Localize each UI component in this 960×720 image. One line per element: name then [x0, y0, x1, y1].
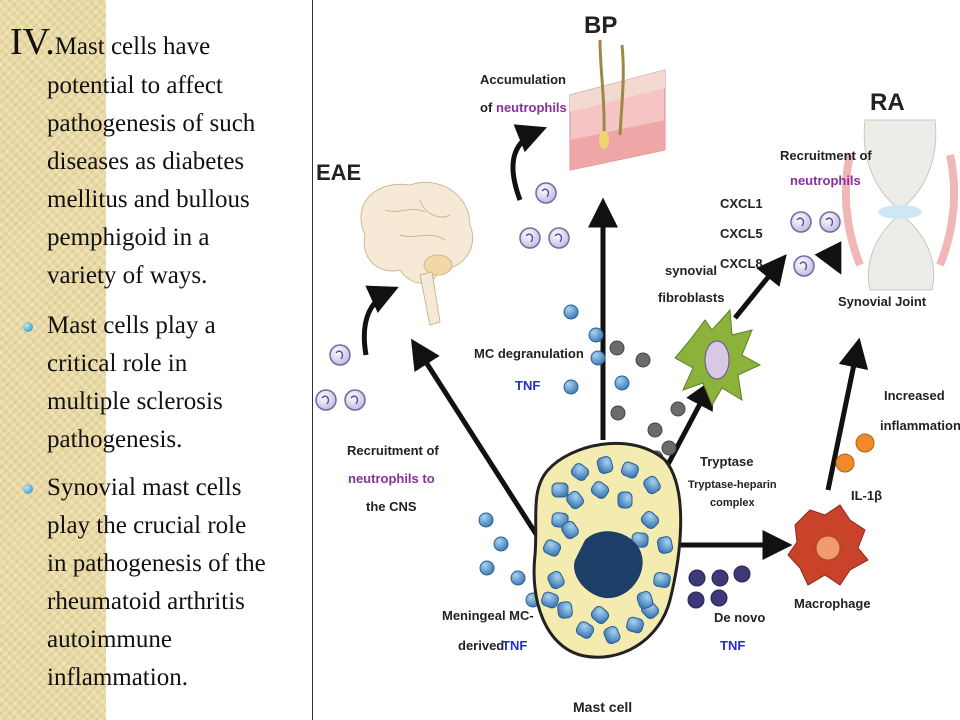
label-the-cns: the CNS [366, 499, 417, 514]
mast-cell-diagram: BP RA EAE Accumulation of neutrophils Re… [315, 12, 960, 715]
mast-cell-granule [643, 475, 661, 495]
mast-cell-granule [653, 572, 671, 588]
label-accumulation: Accumulation [480, 72, 566, 87]
label-tryptase: Tryptase [700, 454, 753, 469]
label-derived: derived [458, 638, 504, 653]
bullet-dot-1 [23, 322, 33, 332]
heading-line-2: potential to affect [47, 72, 223, 99]
bullet2-line-4: rheumatoid arthritis [47, 588, 245, 615]
bullet2-line-2: play the crucial role [47, 512, 247, 539]
heading-numeral: IV. [10, 21, 55, 63]
arrow-to-eae [410, 338, 548, 550]
slide-text-column: IV.Mast cells have potential to affect p… [0, 0, 316, 720]
heading-line-6: pemphigoid in a [47, 224, 210, 251]
label-recruitment-ra: Recruitment of [780, 148, 872, 163]
synovial-joint-icon [841, 119, 959, 291]
label-cxcl8: CXCL8 [720, 256, 763, 271]
label-fibroblasts: fibroblasts [658, 290, 724, 305]
label-bp: BP [584, 12, 617, 39]
label-cxcl5: CXCL5 [720, 226, 763, 241]
bullet2-line-5: autoimmune [47, 626, 172, 653]
mast-cell-granule [590, 606, 610, 624]
label-mc-degranulation: MC degranulation [474, 346, 584, 361]
decorative-stripe [0, 0, 106, 720]
label-eae: EAE [316, 160, 361, 185]
label-recruitment-cns: Recruitment of [347, 443, 439, 458]
skin-tissue-icon [569, 39, 666, 171]
label-il1b: IL-1β [851, 488, 882, 503]
curved-arrow-bp [510, 124, 547, 201]
mast-cell-granule [640, 511, 660, 529]
label-macrophage: Macrophage [794, 596, 871, 611]
heading-line-1: Mast cells have [54, 33, 211, 60]
macrophage-icon [787, 504, 869, 586]
label-ra: RA [870, 89, 905, 116]
mast-cell-granule [551, 482, 569, 498]
bullet1-line-1: Mast cells play a [47, 312, 216, 339]
mast-cell-granule [603, 625, 621, 645]
synovial-fibroblast-icon [674, 308, 762, 407]
mast-cell-granule [575, 621, 595, 639]
label-neutrophils-cns: neutrophils to [348, 471, 435, 486]
heading-line-7: variety of ways. [47, 262, 208, 289]
label-synovial-joint: Synovial Joint [838, 294, 927, 309]
mast-cell-granule [570, 463, 590, 481]
mast-cell-granule [656, 536, 674, 554]
label-complex: complex [710, 497, 756, 509]
arrow-to-fibroblast [662, 378, 714, 472]
label-inflammation: inflammation [880, 418, 960, 433]
short-arrow-ra [814, 241, 842, 275]
curved-arrow-eae [361, 285, 399, 356]
heading-line-4: diseases as diabetes [47, 148, 245, 175]
bullet1-line-2: critical role in [47, 350, 188, 377]
mast-cell-icon [532, 441, 683, 659]
label-of: of [480, 100, 493, 115]
label-tnf-de-novo: TNF [720, 638, 745, 653]
mast-cell-granule [566, 490, 584, 510]
heading-line-3: pathogenesis of such [47, 110, 256, 137]
bullet-dot-2 [23, 484, 33, 494]
brain-icon [360, 181, 474, 326]
label-tryptase-heparin: Tryptase-heparin [688, 479, 777, 491]
bullet1-line-4: pathogenesis. [47, 426, 183, 453]
mast-cell-granule [596, 456, 614, 474]
mast-cell-granule [551, 512, 569, 528]
mast-cell-granule [620, 461, 640, 479]
mast-cell-granule [557, 601, 573, 619]
label-increased: Increased [884, 388, 945, 403]
bullet2-line-6: inflammation. [47, 664, 188, 691]
label-meningeal: Meningeal MC- [442, 608, 534, 623]
mast-cell-granule [561, 520, 579, 540]
label-synovial: synovial [665, 263, 717, 278]
mast-cell-granule [617, 491, 633, 509]
label-neutrophils-bp: neutrophils [496, 100, 567, 115]
arrow-fibroblast-out [733, 254, 787, 320]
bullet2-line-3: in pathogenesis of the [47, 550, 266, 577]
label-cxcl1: CXCL1 [720, 196, 763, 211]
bullet2-line-1: Synovial mast cells [47, 474, 242, 501]
heading-line-5: mellitus and bullous [47, 186, 250, 213]
mast-cell-granule [626, 616, 644, 634]
neutrophil-cells [315, 182, 841, 411]
diagram-border [312, 0, 313, 720]
heading-first-line: IV.Mast cells have [10, 20, 316, 64]
label-neutrophils-ra: neutrophils [790, 173, 861, 188]
label-tnf-meningeal: TNF [502, 638, 527, 653]
mast-cell-granule [547, 570, 565, 590]
mast-cell-granule [636, 591, 654, 609]
mast-cell-granule [590, 481, 610, 499]
bullet1-line-3: multiple sclerosis [47, 388, 223, 415]
mast-cell-granule [540, 591, 560, 609]
label-mast-cell: Mast cell [573, 699, 632, 715]
pathway-arrows [361, 124, 869, 560]
mast-cell-granule [631, 532, 649, 548]
label-tnf-degranulation: TNF [515, 378, 540, 393]
label-de-novo: De novo [714, 610, 765, 625]
arrow-to-ra [825, 337, 869, 491]
mast-cell-granule [542, 539, 562, 557]
